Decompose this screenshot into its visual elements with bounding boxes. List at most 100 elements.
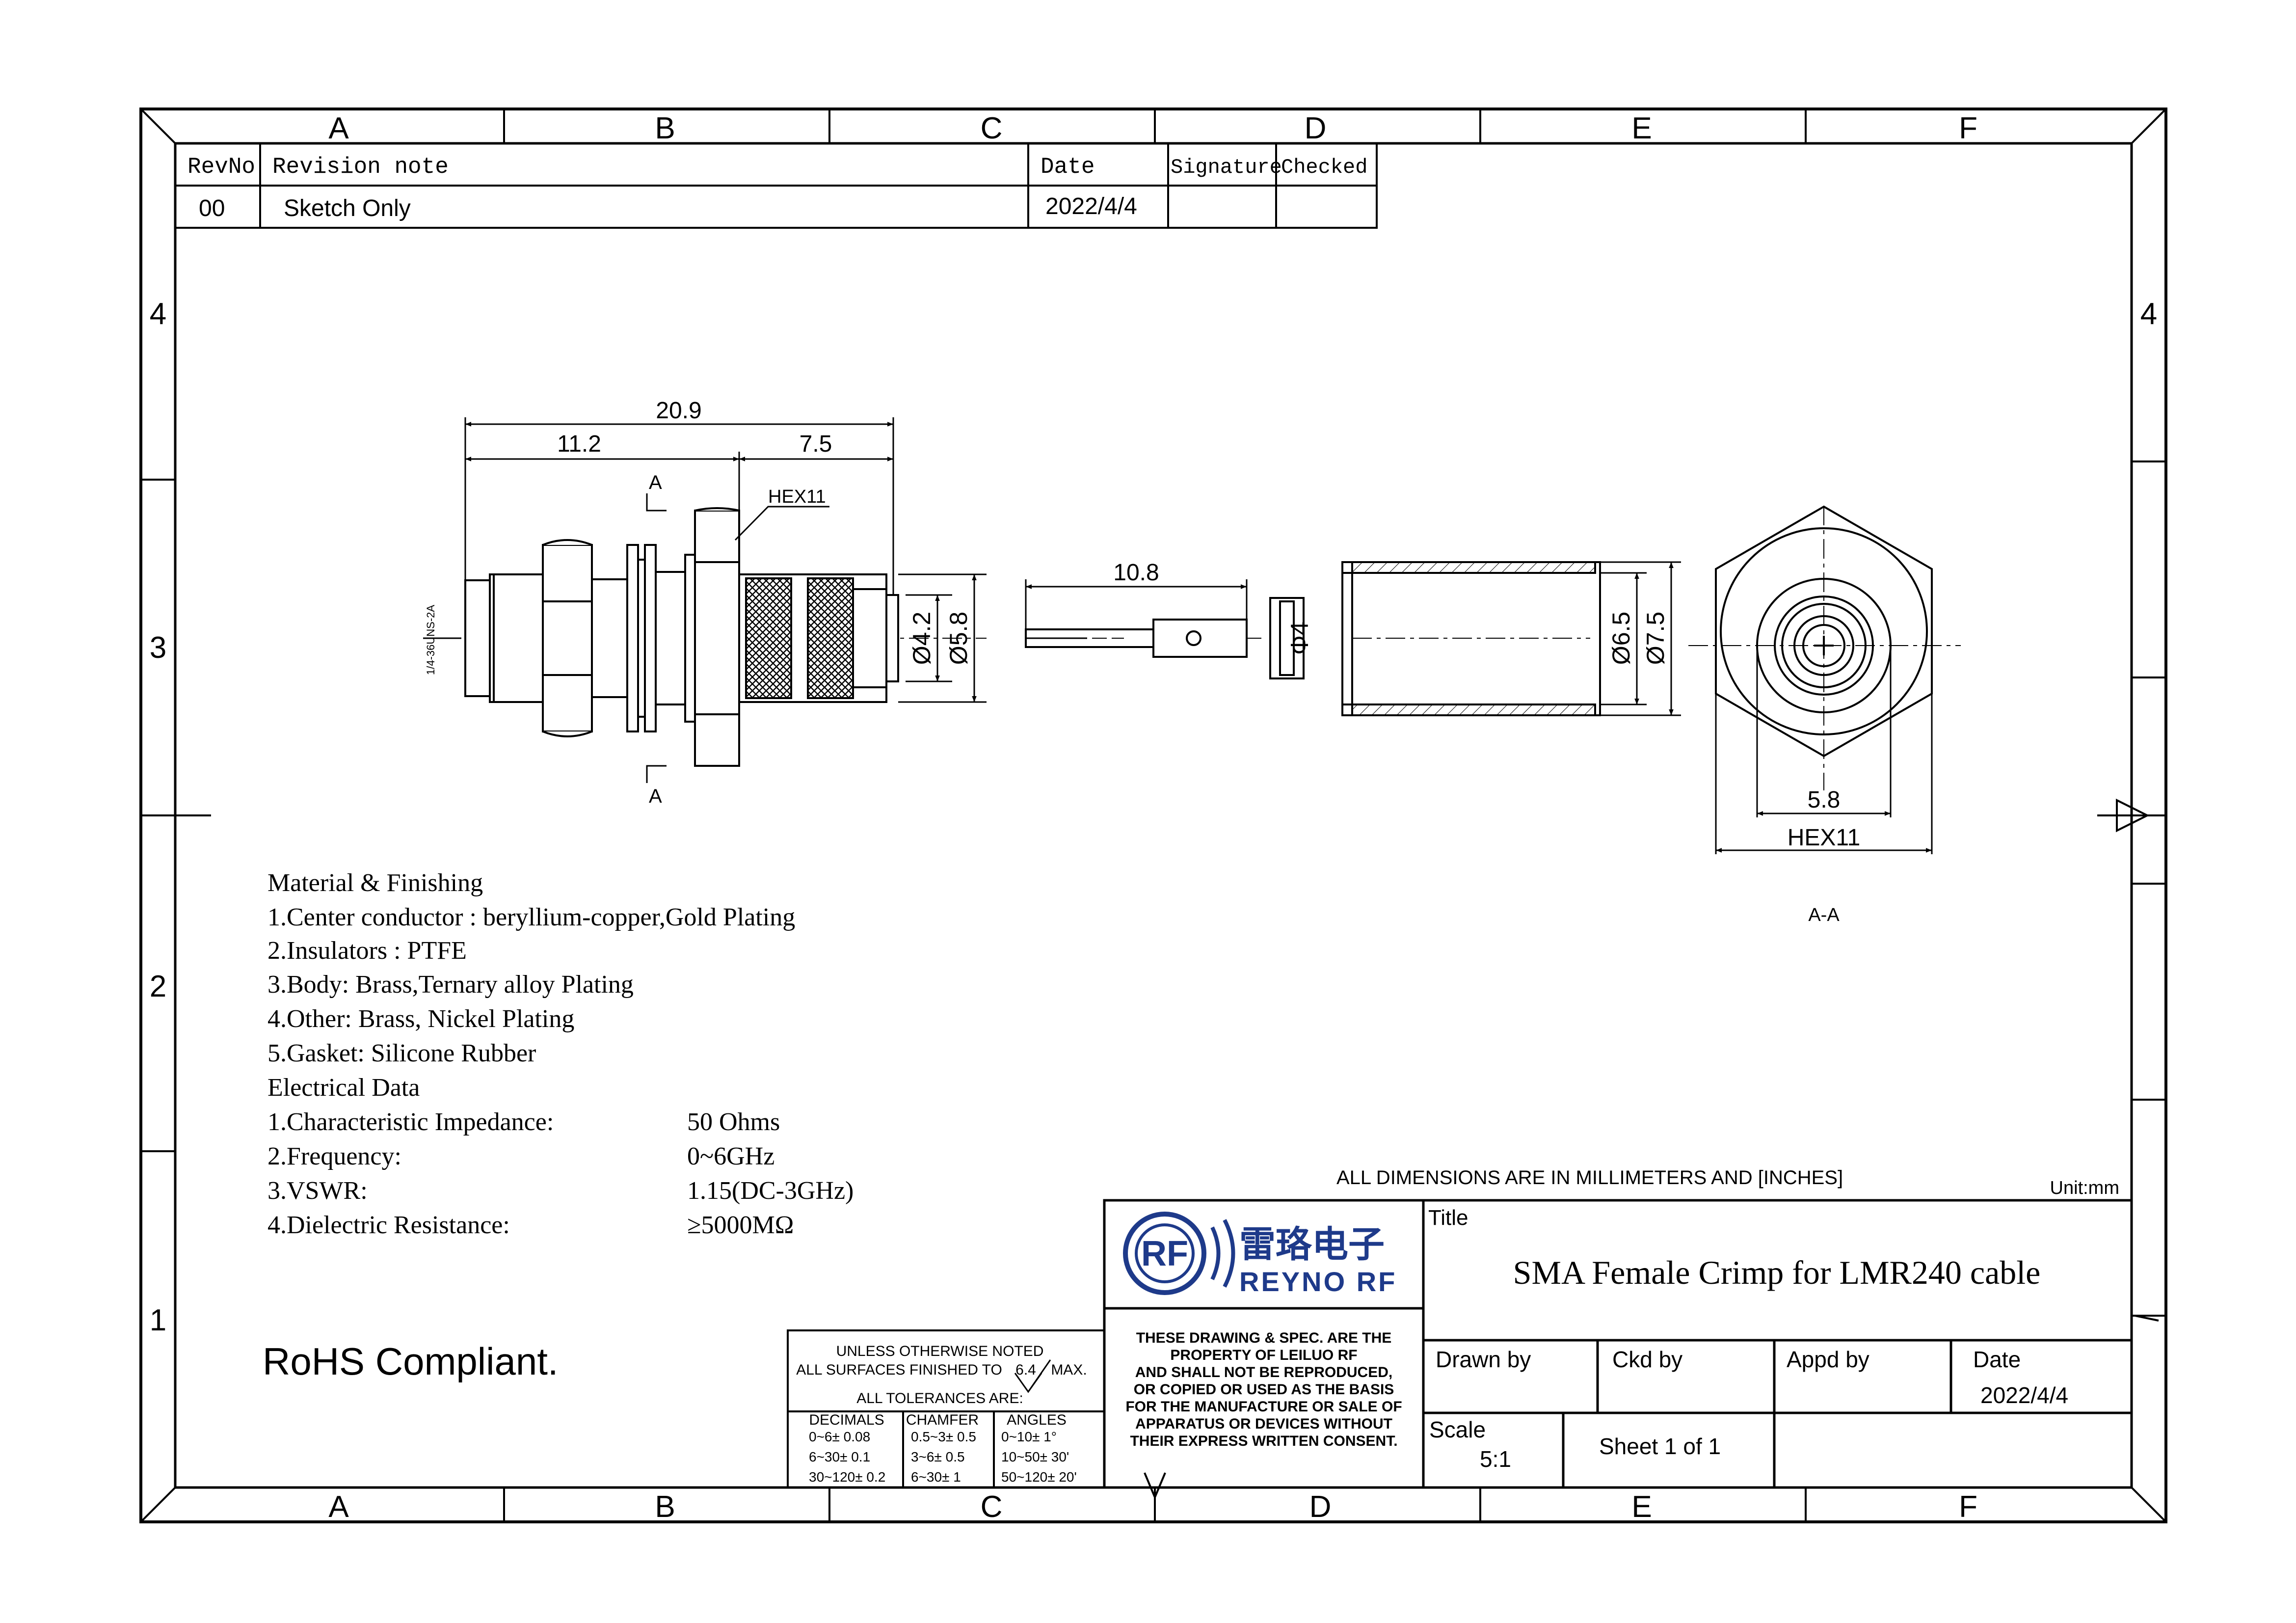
tol-decimal-1: 0~6± 0.08 (809, 1429, 870, 1444)
company-logo: RF 雷珞电子 REYNO RF (1123, 1212, 1395, 1297)
ckd-by-label: Ckd by (1612, 1347, 1682, 1372)
zone-row-4-right: 4 (2140, 297, 2157, 331)
center-pin (1025, 619, 1261, 658)
tolerance-line-2a: ALL SURFACES FINISHED TO (796, 1362, 1002, 1378)
drawing-frame (139, 108, 2167, 1523)
rev-row-note: Sketch Only (284, 195, 411, 221)
rohs-compliance: RoHS Compliant. (263, 1340, 559, 1383)
dim-pin-length: 10.8 (1113, 560, 1159, 586)
material-line-2: 2.Insulators : PTFE (267, 937, 467, 965)
tolerance-line-1: UNLESS OTHERWISE NOTED (836, 1343, 1044, 1359)
rev-row-revno: 00 (199, 195, 225, 221)
washer (1269, 597, 1305, 679)
rev-header-date: Date (1041, 154, 1095, 180)
tol-angle-1: 0~10± 1° (1001, 1429, 1057, 1444)
dim-dia-inner: Ø4.2 (908, 612, 935, 665)
tol-header-chamfer: CHAMFER (906, 1412, 979, 1428)
material-line-5: 5.Gasket: Silicone Rubber (267, 1039, 536, 1067)
sheet-number: Sheet 1 of 1 (1599, 1434, 1721, 1459)
material-line-1: 1.Center conductor : beryllium-copper,Go… (267, 903, 795, 931)
zone-col-f-top: F (1959, 111, 1977, 145)
material-line-4: 4.Other: Brass, Nickel Plating (267, 1005, 574, 1033)
electrical-heading: Electrical Data (267, 1074, 420, 1102)
ferrule-dimensions (1600, 561, 1681, 716)
end-view-section (1688, 505, 1961, 790)
property-notice-3: AND SHALL NOT BE REPRODUCED, (1135, 1364, 1392, 1380)
zone-col-a-top: A (328, 111, 349, 145)
side-view-dimensions (464, 417, 987, 703)
revision-table: RevNo Revision note Date Signature Check… (174, 142, 1378, 229)
section-view-label: A-A (1808, 905, 1840, 925)
section-mark-bottom: A (649, 785, 662, 807)
zone-row-4-left: 4 (150, 297, 166, 331)
unit-label: Unit:mm (2050, 1178, 2119, 1198)
electrical-label-3: 3.VSWR: (267, 1177, 368, 1205)
property-notice-2: PROPERTY OF LEILUO RF (1170, 1347, 1357, 1363)
section-mark-top: A (649, 472, 662, 493)
property-notice-5: FOR THE MANUFACTURE OR SALE OF (1125, 1399, 1402, 1415)
zone-col-e-bottom: E (1631, 1490, 1652, 1524)
title-label: Title (1428, 1206, 1468, 1230)
dim-right-length: 7.5 (800, 431, 832, 457)
dim-left-length: 11.2 (557, 431, 601, 457)
tol-chamfer-3: 6~30± 1 (911, 1469, 961, 1485)
zone-row-3-left: 3 (150, 631, 166, 665)
property-notice-6: APPARATUS OR DEVICES WITHOUT (1135, 1416, 1392, 1432)
rev-row-date: 2022/4/4 (1045, 193, 1137, 219)
zone-row-2-left: 2 (150, 970, 166, 1003)
zone-col-a-bottom: A (328, 1490, 349, 1524)
tol-chamfer-1: 0.5~3± 0.5 (911, 1429, 976, 1444)
tolerance-finish-value: 6.4 (1015, 1362, 1036, 1378)
property-notice-7: THEIR EXPRESS WRITTEN CONSENT. (1130, 1433, 1397, 1449)
dim-hex-label: HEX11 (768, 487, 826, 507)
rev-header-revno: RevNo (187, 154, 255, 180)
title-block (1103, 1199, 2133, 1489)
zone-col-c-top: C (981, 111, 1003, 145)
zone-col-c-bottom: C (981, 1490, 1003, 1524)
rev-header-signature: Signature (1171, 156, 1282, 179)
property-notice-1: THESE DRAWING & SPEC. ARE THE (1136, 1330, 1392, 1346)
dim-washer-dia: Φ4 (1286, 622, 1313, 655)
tol-chamfer-2: 3~6± 0.5 (911, 1449, 965, 1464)
tol-angle-3: 50~120± 20' (1001, 1469, 1077, 1485)
material-notes: Material & Finishing 1.Center conductor … (267, 869, 854, 1239)
zone-col-d-top: D (1305, 111, 1327, 145)
electrical-label-4: 4.Dielectric Resistance: (267, 1211, 510, 1239)
electrical-value-1: 50 Ohms (687, 1108, 780, 1136)
dim-ferrule-outer: Ø7.5 (1642, 612, 1669, 665)
end-view-dimensions (1715, 648, 1933, 854)
crimp-ferrule (1341, 561, 1601, 716)
zone-col-b-top: B (655, 111, 675, 145)
dim-overall-length: 20.9 (656, 398, 701, 424)
zone-row-1-left: 1 (150, 1303, 166, 1337)
zone-col-d-bottom: D (1309, 1490, 1332, 1524)
pin-dimension (1025, 579, 1248, 629)
drawn-by-label: Drawn by (1436, 1347, 1531, 1372)
all-dimensions-note: ALL DIMENSIONS ARE IN MILLIMETERS AND [I… (1336, 1167, 1843, 1189)
electrical-label-2: 2.Frequency: (267, 1142, 401, 1170)
electrical-label-1: 1.Characteristic Impedance: (267, 1108, 554, 1136)
tolerance-block: UNLESS OTHERWISE NOTED ALL SURFACES FINI… (787, 1329, 1105, 1488)
rev-header-checked: Checked (1281, 156, 1367, 179)
tolerance-line-2b: MAX. (1051, 1362, 1087, 1378)
tol-header-decimals: DECIMALS (809, 1412, 884, 1428)
appd-by-label: Appd by (1787, 1347, 1869, 1372)
property-notice-4: OR COPIED OR USED AS THE BASIS (1134, 1381, 1394, 1398)
material-line-3: 3.Body: Brass,Ternary alloy Plating (267, 971, 634, 999)
dim-ferrule-inner: Ø6.5 (1607, 612, 1635, 665)
tol-angle-2: 10~50± 30' (1001, 1449, 1069, 1464)
logo-mark: RF (1141, 1234, 1188, 1273)
dim-dia-outer: Ø5.8 (945, 612, 972, 665)
electrical-value-2: 0~6GHz (687, 1142, 774, 1170)
tol-decimal-2: 6~30± 0.1 (809, 1449, 870, 1464)
dim-thread-label: 1/4-36UNS-2A (425, 605, 437, 675)
tol-header-angles: ANGLES (1007, 1412, 1067, 1428)
tolerance-line-3: ALL TOLERANCES ARE: (856, 1390, 1023, 1407)
zone-col-f-bottom: F (1959, 1490, 1977, 1524)
logo-chinese-name: 雷珞电子 (1239, 1224, 1385, 1265)
electrical-value-3: 1.15(DC-3GHz) (687, 1177, 854, 1205)
drawing-title: SMA Female Crimp for LMR240 cable (1513, 1254, 2041, 1291)
tol-decimal-3: 30~120± 0.2 (809, 1469, 885, 1485)
material-heading: Material & Finishing (267, 869, 483, 897)
